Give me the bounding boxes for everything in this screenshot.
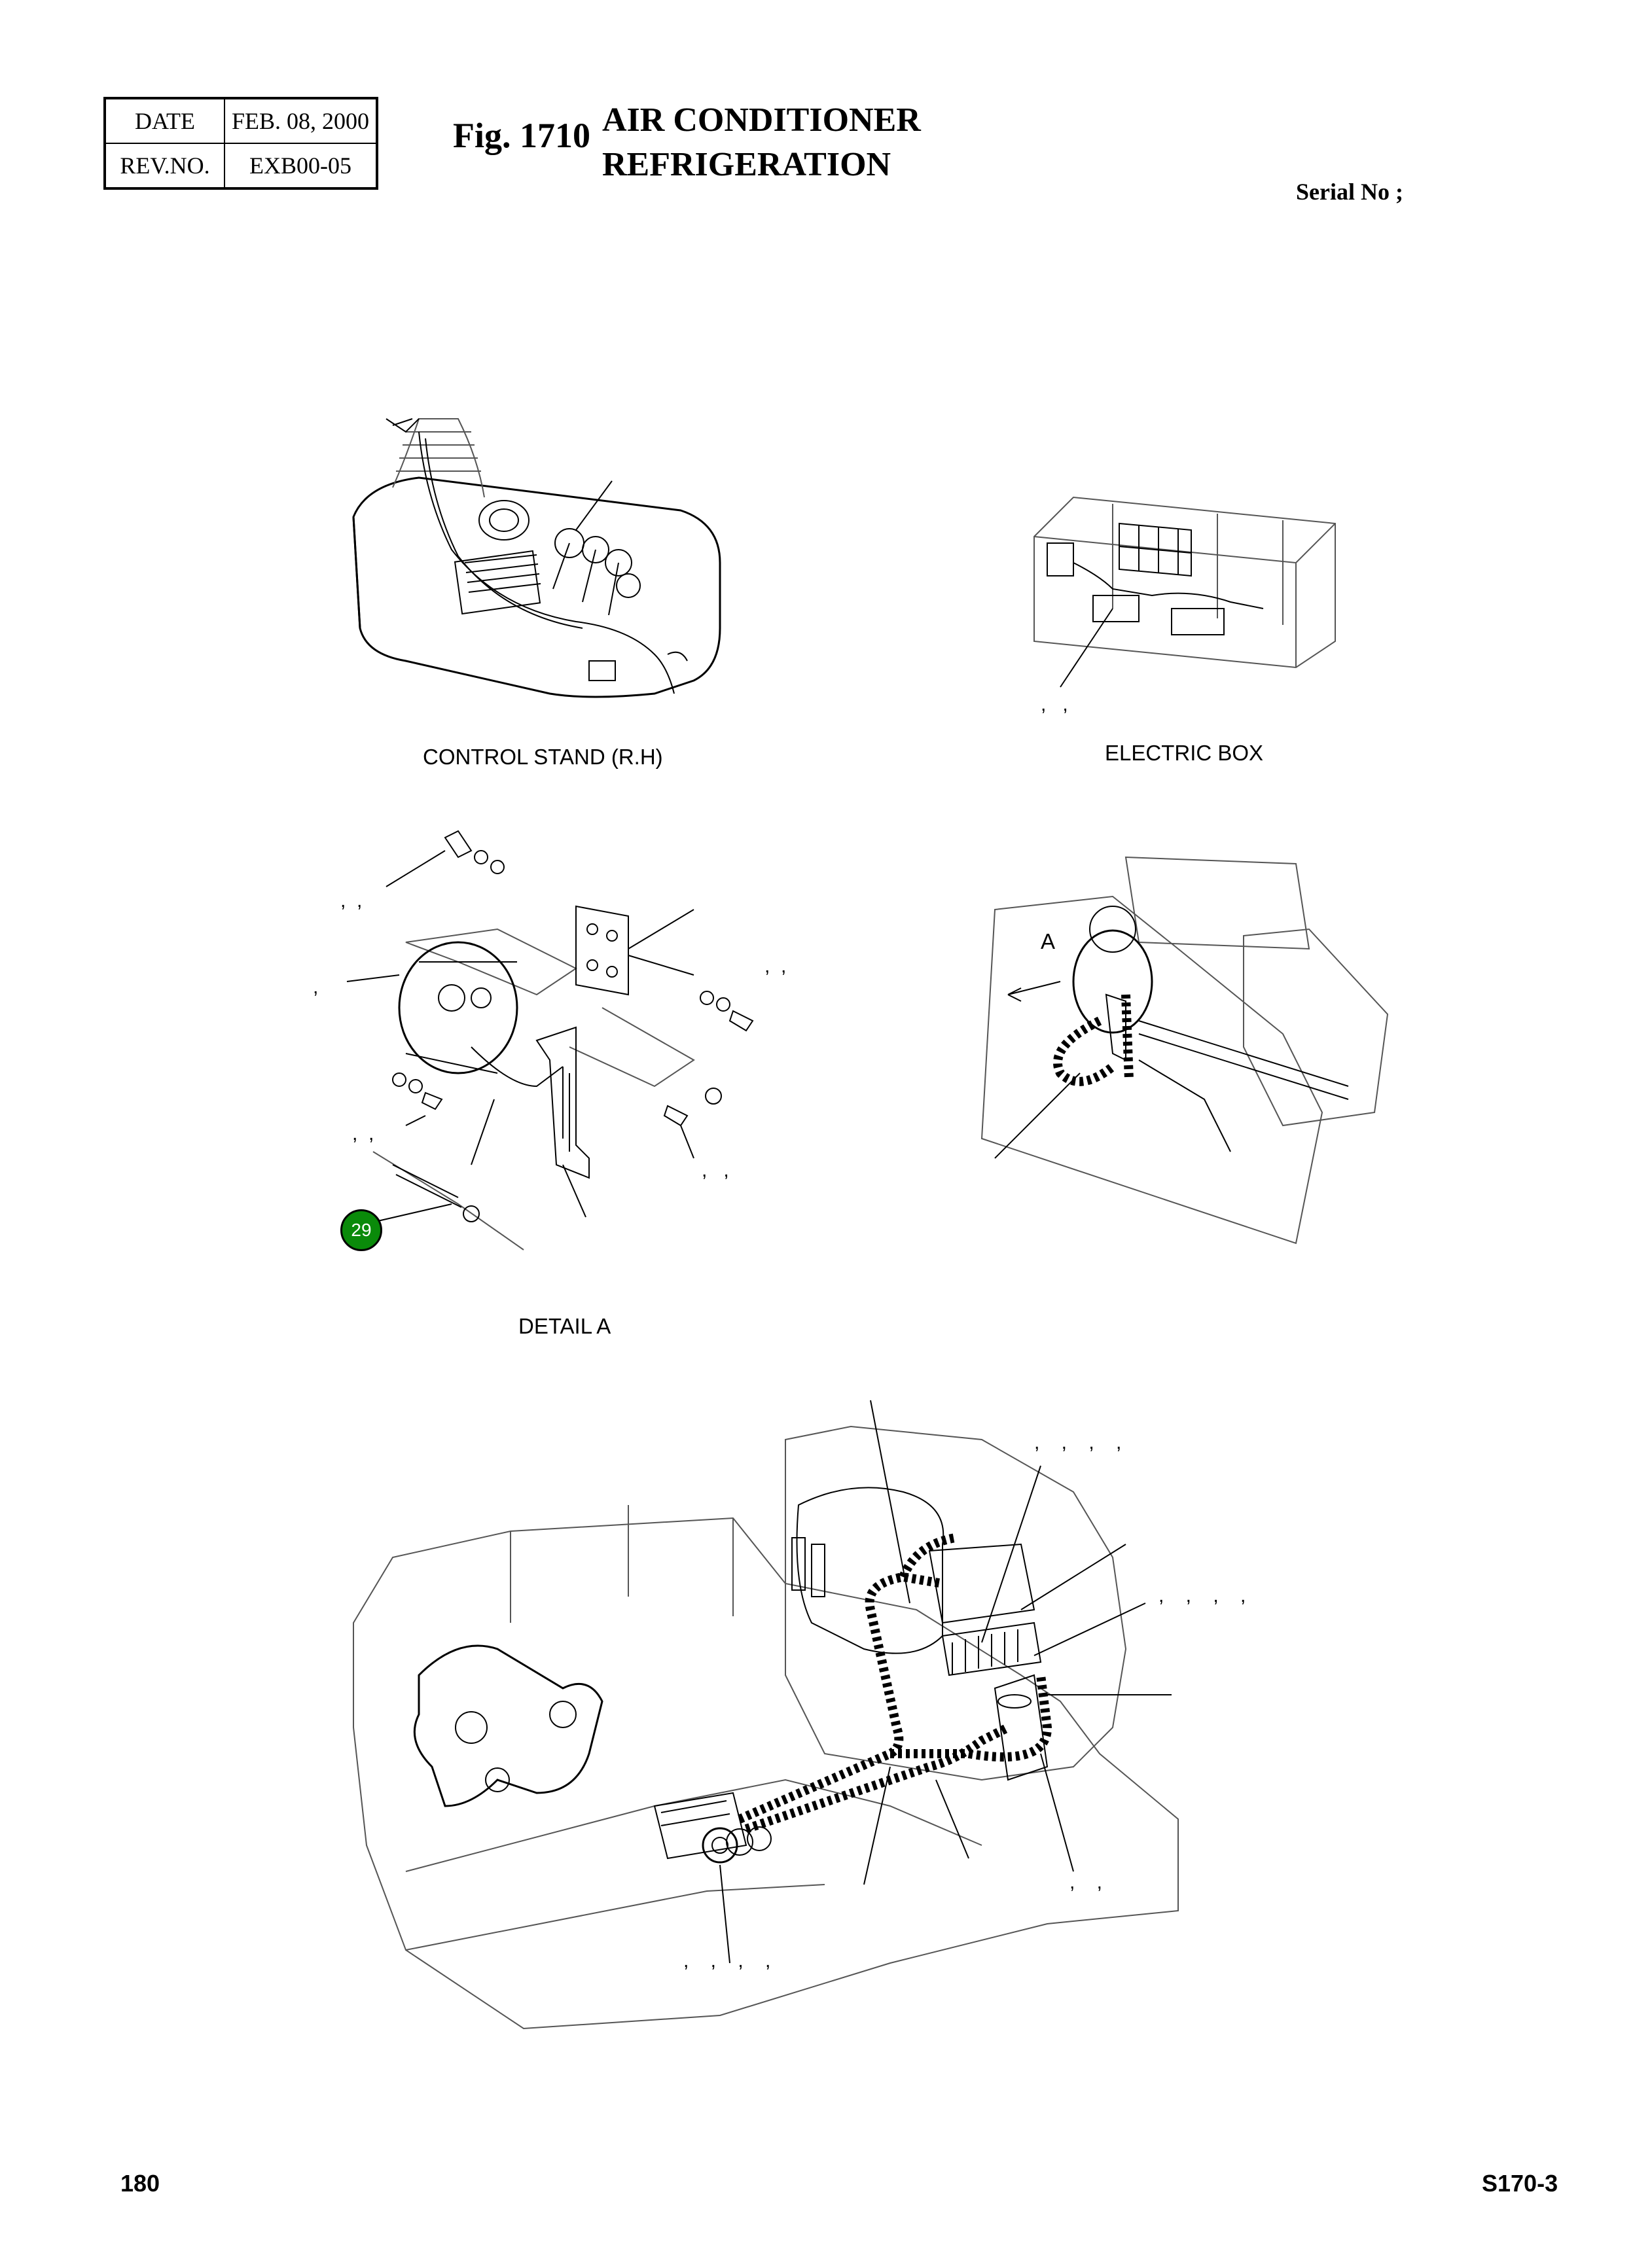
electric-box-drawing <box>1033 496 1336 688</box>
callout-detail-a-3: , , <box>764 955 787 977</box>
serial-number-label: Serial No ; <box>1296 179 1403 205</box>
control-stand-drawing <box>352 418 721 698</box>
callout-detail-a-4: , , <box>352 1123 374 1144</box>
date-value: FEB. 08, 2000 <box>223 97 378 144</box>
figure-title-line-1: AIR CONDITIONER <box>602 101 921 139</box>
callout-detail-a-1: , , <box>340 890 363 912</box>
page-number: 180 <box>120 2170 160 2197</box>
detail-a-drawing <box>346 830 754 1250</box>
date-row: DATE FEB. 08, 2000 <box>104 97 378 144</box>
revision-table: DATE FEB. 08, 2000 REV.NO. EXB00-05 <box>103 97 379 190</box>
model-number: S170-3 <box>1482 2170 1558 2197</box>
callout-badge[interactable]: 29 <box>340 1209 382 1251</box>
caption-control-stand: CONTROL STAND (R.H) <box>423 745 663 769</box>
date-label: DATE <box>104 97 225 144</box>
figure-title: AIR CONDITIONER REFRIGERATION <box>602 98 921 187</box>
detail-marker-a: A <box>1041 929 1056 953</box>
revision-value: EXB00-05 <box>223 143 378 189</box>
caption-electric-box: ELECTRIC BOX <box>1105 741 1264 765</box>
callout-layout-3: , , <box>1069 1871 1103 1893</box>
callout-layout-2: , , , , <box>1158 1585 1246 1606</box>
machine-layout-drawing <box>353 1400 1179 2030</box>
callout-layout-1: , , , , <box>1034 1432 1122 1453</box>
revision-label: REV.NO. <box>104 143 225 189</box>
engine-location-drawing <box>980 856 1389 1245</box>
figure-title-line-2: REFRIGERATION <box>602 146 891 183</box>
revision-row: REV.NO. EXB00-05 <box>104 143 378 189</box>
figure-number: Fig. 1710 <box>453 116 590 155</box>
callout-detail-a-5: , , <box>702 1160 729 1181</box>
callout-detail-a-2: , <box>313 976 319 998</box>
callout-electric-box: , , <box>1041 694 1068 715</box>
caption-detail-a: DETAIL A <box>518 1314 611 1338</box>
callout-layout-4: , , , , <box>683 1950 771 1972</box>
